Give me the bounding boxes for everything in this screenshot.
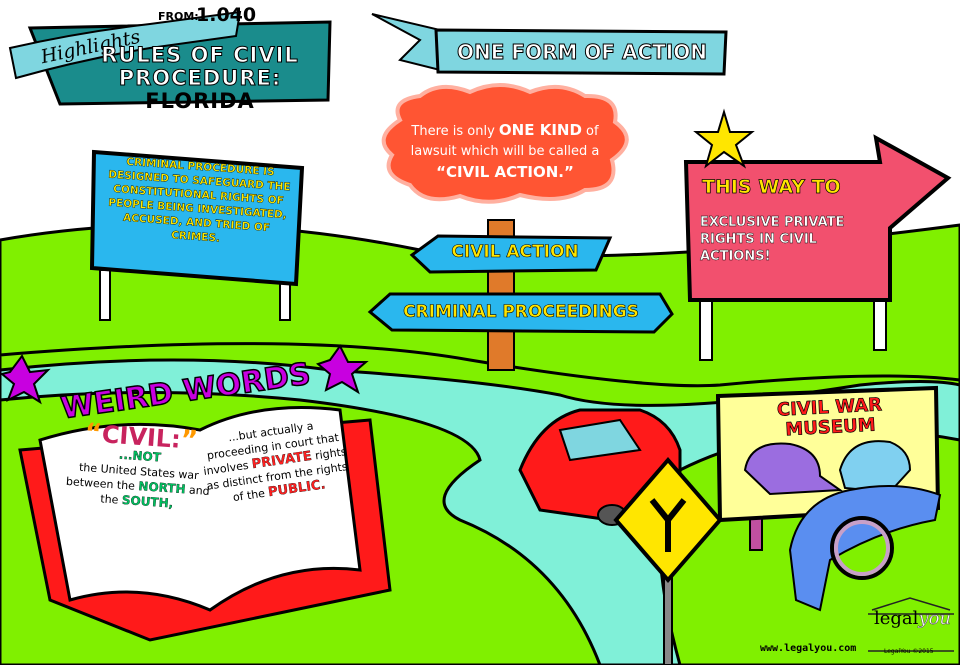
cannon-icon [788, 485, 942, 612]
from-label: FROM: [158, 10, 199, 23]
sign-criminal-proceedings: CRIMINAL PROCEEDINGS [403, 302, 639, 323]
book-not: ...NOT [118, 447, 162, 465]
page-title: RULES OF CIVIL PROCEDURE: FLORIDA [70, 43, 330, 113]
cap-icon [743, 442, 843, 496]
arrow-sign-body: EXCLUSIVE PRIVATE RIGHTS IN CIVIL ACTION… [700, 215, 845, 264]
logo-roof-icon [868, 597, 954, 652]
title-state: FLORIDA [145, 89, 255, 113]
billboard [89, 149, 305, 287]
sign-civil-action: CIVIL ACTION [451, 242, 579, 263]
title-procedure: PROCEDURE: [118, 66, 282, 90]
book-left-page: “CIVIL:” ...NOT the United States war be… [61, 418, 216, 514]
logo-you: you [918, 608, 952, 630]
section-number: 1.040 [196, 4, 257, 26]
title-line-1: RULES OF CIVIL [101, 43, 299, 67]
book-south: SOUTH, [121, 492, 174, 511]
billboard-text: CRIMINAL PROCEDURE IS DESIGNED TO SAFEGU… [107, 155, 291, 245]
open-quote: “ [83, 418, 103, 450]
website-url: www.legalyou.com [760, 643, 857, 654]
cloud-emph: ONE KIND [498, 121, 582, 139]
star-icon [693, 108, 755, 169]
cloud-pre: There is only [411, 124, 499, 139]
logo-legal: legal [874, 608, 919, 629]
arrow-sign [683, 134, 952, 302]
cap-icon [838, 440, 912, 494]
title-line-2: PROCEDURE: FLORIDA [70, 66, 330, 113]
copyright: LegalYou ©2015 [884, 648, 934, 655]
star-icon [0, 354, 51, 405]
banner-title: ONE FORM OF ACTION [457, 40, 708, 65]
cloud-post: of lawsuit which will be called a [410, 124, 600, 159]
arrow-sign-heading: THIS WAY TO [702, 176, 841, 199]
cloud-quote: “CIVIL ACTION.” [436, 163, 574, 181]
cloud-text: There is only ONE KIND of lawsuit which … [392, 120, 618, 184]
legalyou-logo: legalyou [874, 608, 952, 630]
